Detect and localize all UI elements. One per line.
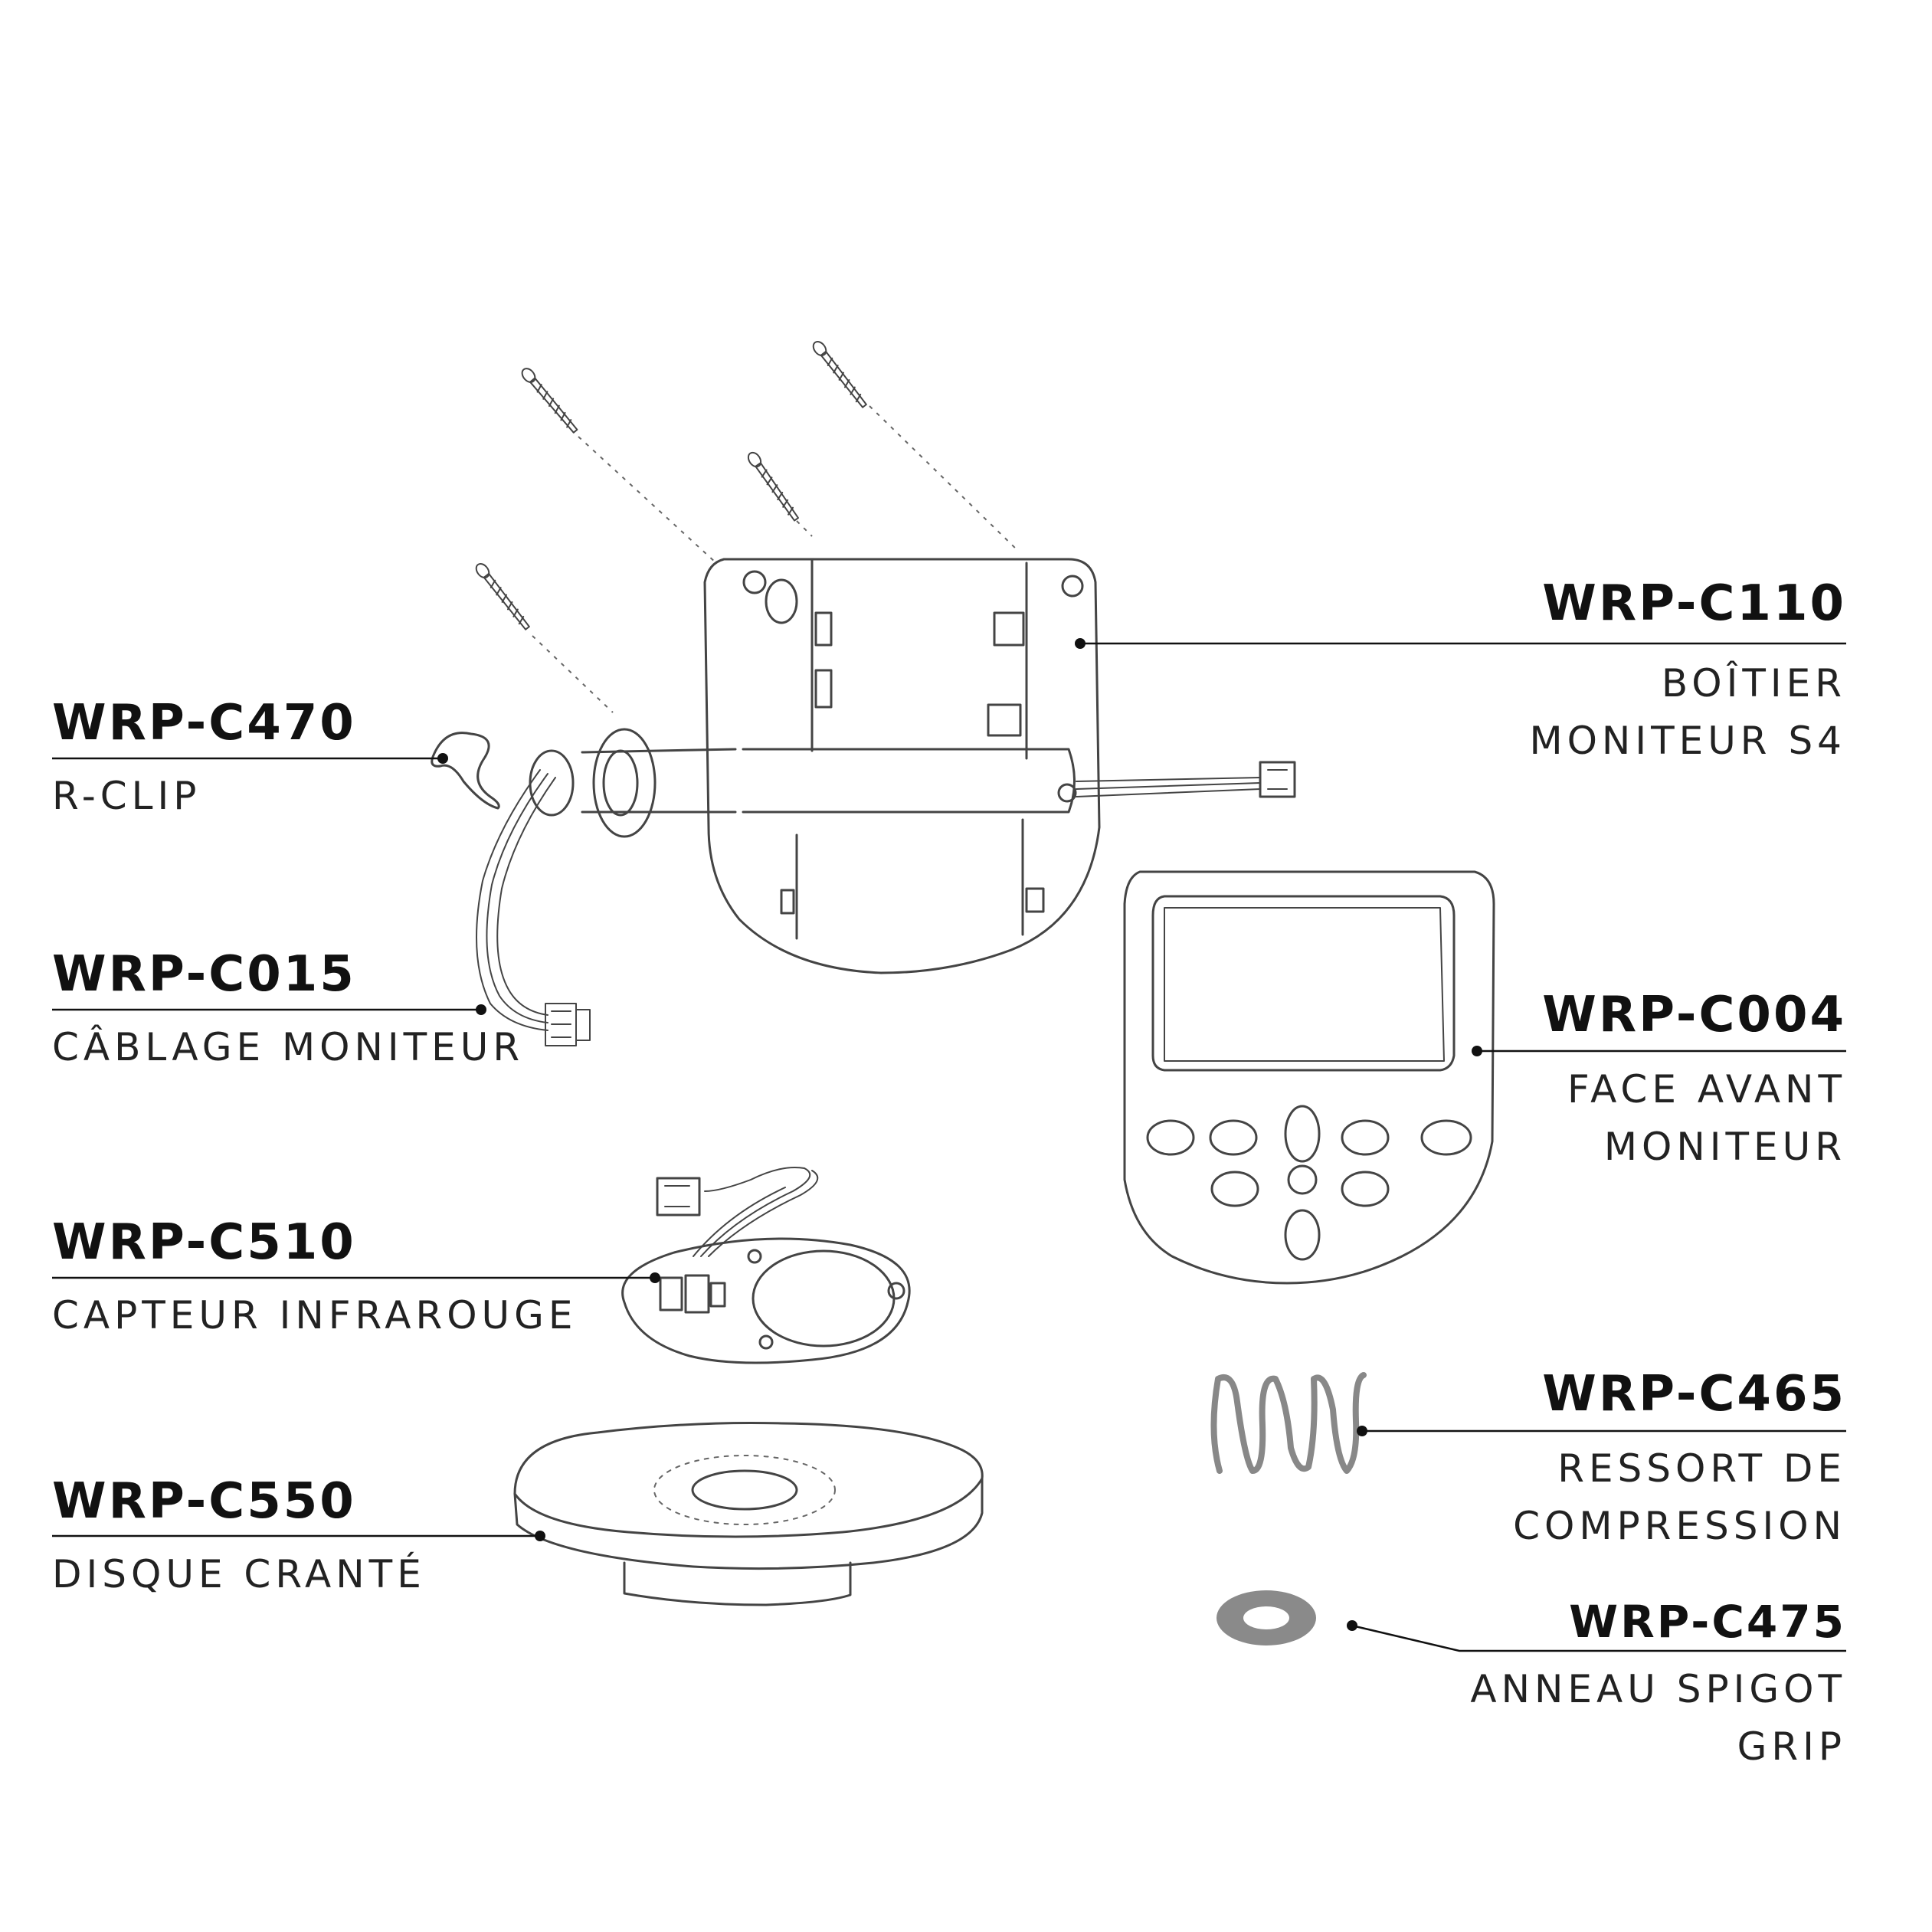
part-desc-line: R-CLIP	[52, 774, 201, 818]
part-desc-line: BOÎTIER	[1661, 661, 1846, 706]
part-code-wrp-c110: WRP-C110	[1542, 575, 1846, 632]
part-desc-line: DISQUE CRANTÉ	[52, 1552, 426, 1596]
screw-icon	[812, 341, 867, 408]
part-desc-line: MONITEUR S4	[1529, 719, 1846, 763]
part-desc-wrp-c470: R-CLIP	[52, 768, 201, 825]
part-desc-line: RESSORT DE	[1557, 1446, 1846, 1491]
r-clip-icon	[431, 732, 500, 810]
part-code-wrp-c475: WRP-C475	[1569, 1596, 1846, 1648]
monitor-front-panel-icon	[1123, 870, 1495, 1285]
screw-icon	[747, 451, 799, 522]
part-code-wrp-c004: WRP-C004	[1542, 987, 1846, 1043]
part-desc-wrp-c510: CAPTEUR INFRAROUGE	[52, 1287, 578, 1344]
part-code-wrp-c510: WRP-C510	[52, 1214, 356, 1271]
part-code-wrp-c015: WRP-C015	[52, 946, 356, 1003]
part-desc-line: MONITEUR	[1603, 1125, 1846, 1169]
notched-disc-icon	[513, 1422, 984, 1606]
part-desc-wrp-c110: BOÎTIER MONITEUR S4	[1529, 655, 1846, 770]
part-desc-wrp-c004: FACE AVANT MONITEUR	[1567, 1061, 1846, 1176]
leader-lines	[52, 638, 1846, 1652]
part-desc-line: ANNEAU SPIGOT	[1470, 1667, 1846, 1711]
part-code-wrp-c465: WRP-C465	[1542, 1366, 1846, 1423]
infrared-sensor-icon	[621, 1167, 911, 1364]
part-desc-wrp-c475: ANNEAU SPIGOT GRIP	[1470, 1661, 1846, 1776]
part-desc-wrp-c465: RESSORT DE COMPRESSION	[1513, 1440, 1846, 1555]
compression-spring-icon	[1210, 1372, 1367, 1474]
screw-icon	[475, 563, 530, 630]
spigot-grip-ring-icon	[1217, 1590, 1316, 1645]
part-desc-line: COMPRESSION	[1513, 1504, 1846, 1548]
part-desc-line: CÂBLAGE MONITEUR	[52, 1025, 525, 1069]
part-code-wrp-c550: WRP-C550	[52, 1473, 356, 1530]
monitor-housing-icon	[529, 558, 1296, 974]
part-code-wrp-c470: WRP-C470	[52, 695, 356, 752]
part-desc-line: FACE AVANT	[1567, 1067, 1846, 1112]
part-desc-line: CAPTEUR INFRAROUGE	[52, 1293, 578, 1338]
part-desc-line: GRIP	[1737, 1724, 1846, 1769]
screw-icon	[521, 368, 578, 434]
cable-harness-icon	[476, 769, 591, 1046]
part-desc-wrp-c015: CÂBLAGE MONITEUR	[52, 1019, 524, 1076]
part-desc-wrp-c550: DISQUE CRANTÉ	[52, 1546, 426, 1603]
